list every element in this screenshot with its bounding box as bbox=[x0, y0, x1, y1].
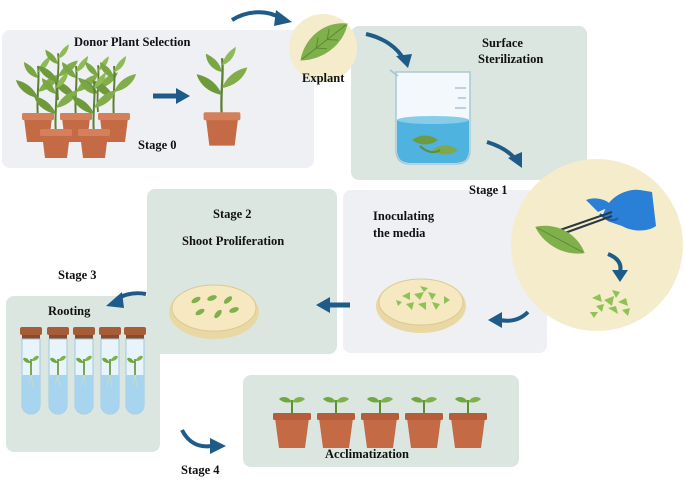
acclimatization-label: Acclimatization bbox=[325, 447, 410, 461]
surface-label: Surface bbox=[482, 36, 523, 50]
the-media-label: the media bbox=[373, 226, 426, 240]
beaker-icon bbox=[389, 69, 471, 165]
leaf-pieces bbox=[590, 290, 630, 318]
petri-dish-icon bbox=[169, 284, 259, 339]
stage-2-label: Stage 2 bbox=[213, 207, 252, 221]
leaf-icon bbox=[535, 225, 585, 254]
petri-dish-icon bbox=[376, 278, 466, 333]
rooting-label: Rooting bbox=[48, 304, 91, 318]
test-tube-icon bbox=[19, 326, 147, 415]
leaf-icon bbox=[300, 23, 348, 61]
donor-plant-selection-label: Donor Plant Selection bbox=[74, 35, 191, 49]
stage-1-label: Stage 1 bbox=[469, 183, 508, 197]
seedling-pot-icon bbox=[272, 396, 488, 449]
stage-0-label: Stage 0 bbox=[138, 138, 177, 152]
stage-4-label: Stage 4 bbox=[181, 463, 220, 477]
sterilization-label: Sterilization bbox=[478, 52, 544, 66]
plant-pot-icon bbox=[195, 45, 249, 146]
gloved-hand-icon bbox=[586, 189, 656, 231]
stage-3-label: Stage 3 bbox=[58, 268, 97, 282]
arrow-icon bbox=[106, 10, 628, 454]
inoculation-highlight bbox=[511, 159, 683, 331]
plant-pot-icon bbox=[15, 43, 137, 158]
shoot-proliferation-label: Shoot Proliferation bbox=[182, 234, 285, 248]
inoculating-label: Inoculating bbox=[373, 209, 435, 223]
explant-label: Explant bbox=[302, 71, 345, 85]
forceps-icon bbox=[559, 211, 613, 235]
